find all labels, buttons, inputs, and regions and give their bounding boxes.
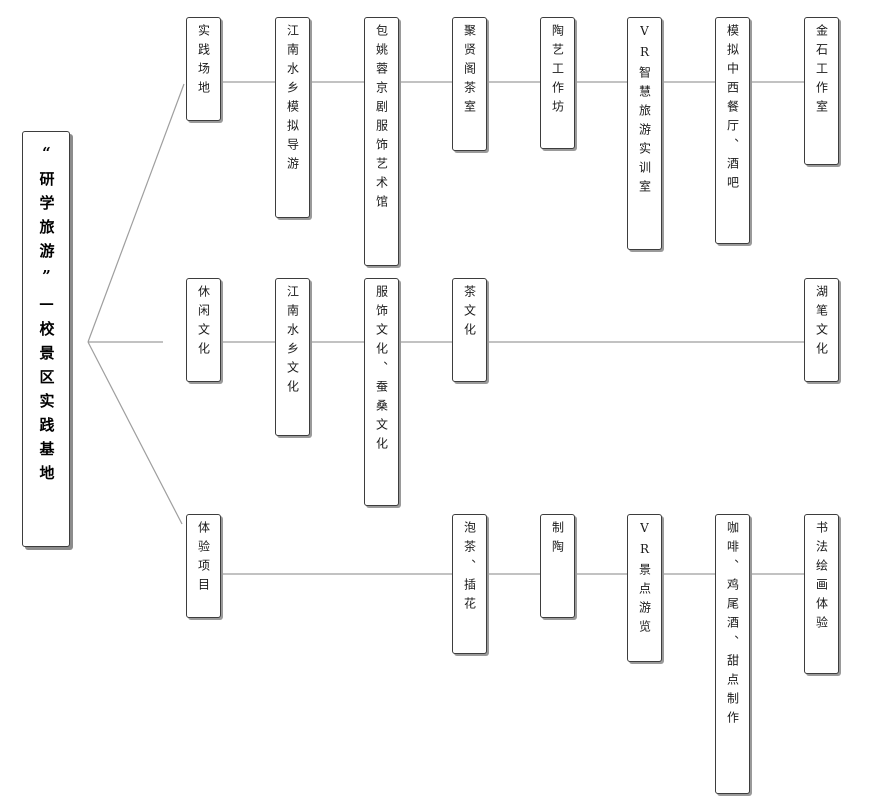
item-label: 咖啡、鸡尾酒、甜点制作 [725, 521, 740, 730]
item-label: 金石工作室 [814, 24, 829, 119]
item-node: VR景点游览 [627, 514, 662, 662]
item-label: 陶艺工作坊 [550, 24, 565, 119]
item-label: VR景点游览 [637, 521, 652, 639]
item-label: 制陶 [550, 521, 565, 559]
item-node: 服饰文化、蚕桑文化 [364, 278, 399, 506]
item-label: 江南水乡模拟导游 [285, 24, 300, 176]
item-node: 陶艺工作坊 [540, 17, 575, 149]
item-node: 模拟中西餐厅、酒吧 [715, 17, 750, 244]
root-node: “研学旅游”—校景区实践基地 [22, 131, 70, 547]
item-label: 书法绘画体验 [814, 521, 829, 635]
item-label: 泡茶、插花 [462, 521, 477, 616]
item-node: 湖笔文化 [804, 278, 839, 382]
category-label: 休闲文化 [196, 285, 211, 361]
item-label: 服饰文化、蚕桑文化 [374, 285, 389, 456]
category-label: 实践场地 [196, 24, 211, 100]
item-label: 聚贤阁茶室 [462, 24, 477, 119]
item-label: 湖笔文化 [814, 285, 829, 361]
item-node: 咖啡、鸡尾酒、甜点制作 [715, 514, 750, 794]
item-label: 茶文化 [462, 285, 477, 342]
category-node-experience-projects: 体验项目 [186, 514, 221, 618]
item-label: 模拟中西餐厅、酒吧 [725, 24, 740, 195]
root-label: “研学旅游”—校景区实践基地 [37, 144, 56, 489]
item-node: VR智慧旅游实训室 [627, 17, 662, 250]
item-node: 金石工作室 [804, 17, 839, 165]
item-node: 江南水乡文化 [275, 278, 310, 436]
category-node-practice-venue: 实践场地 [186, 17, 221, 121]
item-label: VR智慧旅游实训室 [637, 24, 652, 199]
category-label: 体验项目 [196, 521, 211, 597]
item-node: 聚贤阁茶室 [452, 17, 487, 151]
item-label: 江南水乡文化 [285, 285, 300, 399]
connector-root-to-experience [87, 341, 183, 525]
item-label: 包姚蓉京剧服饰艺术馆 [374, 24, 389, 214]
item-node: 包姚蓉京剧服饰艺术馆 [364, 17, 399, 266]
item-node: 江南水乡模拟导游 [275, 17, 310, 218]
item-node: 书法绘画体验 [804, 514, 839, 674]
item-node: 茶文化 [452, 278, 487, 382]
item-node: 泡茶、插花 [452, 514, 487, 654]
category-node-leisure-culture: 休闲文化 [186, 278, 221, 382]
item-node: 制陶 [540, 514, 575, 618]
connector-root-to-practice [87, 83, 185, 343]
